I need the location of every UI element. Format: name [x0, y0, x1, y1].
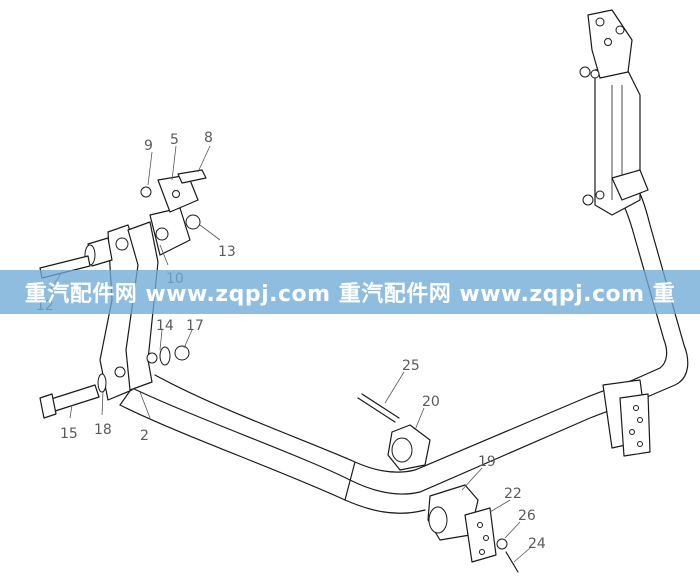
washer [159, 346, 171, 366]
callout-8: 8 [204, 130, 213, 146]
callout-15: 15 [60, 426, 78, 442]
bolt [505, 551, 519, 573]
bolt [357, 397, 396, 423]
nut [174, 345, 190, 361]
right-link-arm [579, 9, 649, 216]
nut [185, 214, 201, 230]
bolt-head [595, 17, 605, 27]
callout-2: 2 [140, 428, 149, 444]
nut [496, 538, 508, 550]
bushing [155, 227, 169, 241]
callout-9: 9 [144, 138, 153, 154]
bolt-head [615, 25, 625, 35]
washer [590, 69, 600, 79]
lower-clamp-assembly [427, 484, 519, 573]
nut [582, 194, 594, 206]
watermark-banner: 重汽配件网 www.zqpj.com 重汽配件网 www.zqpj.com 重 [0, 270, 700, 314]
washer [595, 190, 605, 200]
callout-labels: 9 5 8 13 10 12 14 17 15 18 2 25 20 19 22… [36, 130, 546, 552]
stabilizer-bar [119, 179, 689, 514]
callout-19: 19 [478, 454, 496, 470]
bushing [146, 352, 158, 364]
callout-25: 25 [402, 358, 420, 374]
callout-24: 24 [528, 536, 546, 552]
nut [140, 186, 152, 198]
right-bracket [602, 379, 651, 457]
bushing [114, 366, 126, 378]
callout-18: 18 [94, 422, 112, 438]
upper-bracket [140, 169, 207, 230]
bolt-head [604, 38, 612, 46]
lower-bolt-assembly [39, 345, 190, 419]
bushing [115, 237, 129, 251]
callout-20: 20 [422, 394, 440, 410]
callout-13: 13 [218, 244, 236, 260]
bolt [47, 384, 100, 413]
callout-5: 5 [170, 132, 179, 148]
callout-17: 17 [186, 318, 204, 334]
bolt [177, 169, 207, 184]
callout-14: 14 [156, 318, 174, 334]
callout-22: 22 [504, 486, 522, 502]
callout-26: 26 [518, 508, 536, 524]
nut [579, 66, 591, 78]
washer [97, 373, 107, 393]
bolt-head [39, 393, 57, 419]
clamp-assembly [357, 393, 431, 471]
